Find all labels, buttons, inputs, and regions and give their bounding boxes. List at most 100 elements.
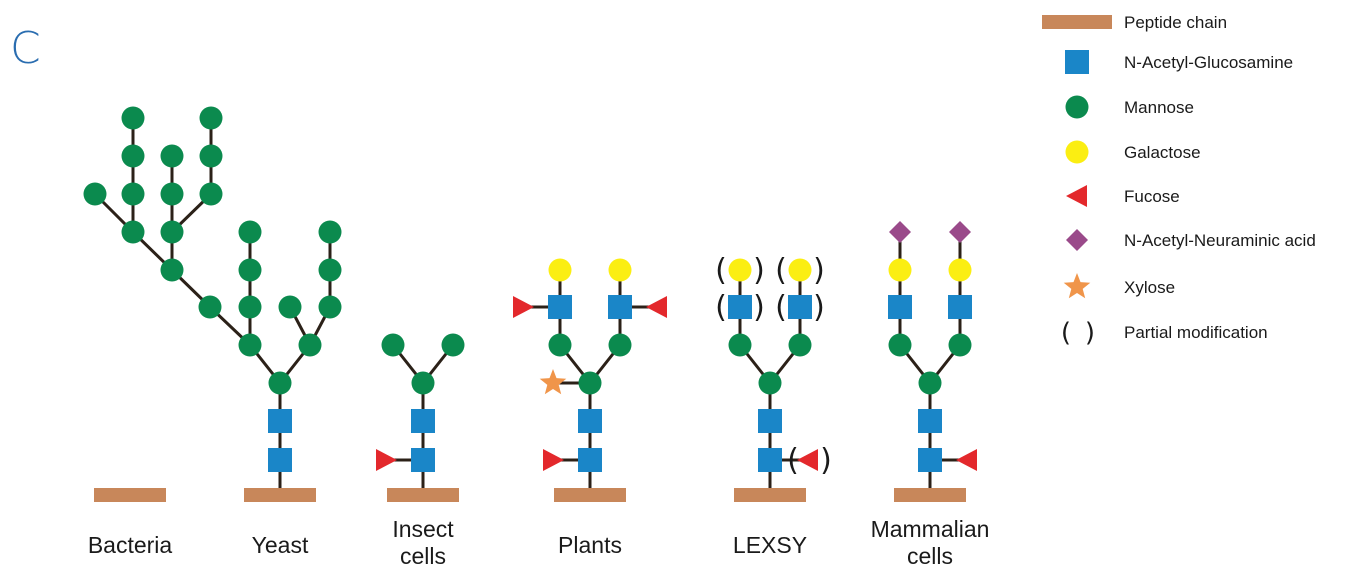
mannose-circle: [83, 182, 107, 206]
mannose-circle: [411, 371, 435, 395]
mannose-circle: [578, 371, 602, 395]
label-mammalian-line2: cells: [907, 543, 953, 569]
legend-item-xylose: Xylose: [1063, 273, 1175, 299]
mannose-circle: [298, 333, 322, 357]
peptide-chain: [894, 488, 966, 502]
structure-mammalian: [888, 221, 977, 502]
mannose-circle: [198, 295, 222, 319]
label-plants: Plants: [558, 532, 622, 558]
glcnac-square: [411, 409, 435, 433]
mannose-circle: [758, 371, 782, 395]
glcnac-square: [548, 295, 572, 319]
legend-item-glcnac: N-Acetyl-Glucosamine: [1065, 50, 1293, 74]
partial-paren-open: (: [787, 443, 799, 478]
blue-square-icon: [1065, 50, 1089, 74]
mannose-circle: [318, 295, 342, 319]
legend-item-galactose: Galactose: [1065, 140, 1201, 164]
legend-item-peptide: Peptide chain: [1042, 13, 1227, 32]
peptide-chain: [94, 488, 166, 502]
mannose-circle: [199, 144, 223, 168]
glcnac-square: [608, 295, 632, 319]
mannose-circle: [278, 295, 302, 319]
mannose-circle: [160, 144, 184, 168]
fucose-triangle: [956, 449, 977, 471]
legend-label-xylose: Xylose: [1124, 278, 1175, 297]
legend-label-mannose: Mannose: [1124, 98, 1194, 117]
mannose-circle: [788, 333, 812, 357]
mannose-circle: [918, 371, 942, 395]
label-insect-line1: Insect: [392, 516, 454, 542]
galactose-circle: [948, 258, 972, 282]
glcnac-square: [948, 295, 972, 319]
mannose-circle: [888, 333, 912, 357]
glcnac-square: [268, 409, 292, 433]
glcnac-square: [918, 409, 942, 433]
legend-label-glcnac: N-Acetyl-Glucosamine: [1124, 53, 1293, 72]
mannose-circle: [548, 333, 572, 357]
mannose-circle: [381, 333, 405, 357]
legend-item-fucose: Fucose: [1066, 185, 1180, 207]
green-circle-icon: [1065, 95, 1089, 119]
mannose-circle: [160, 220, 184, 244]
legend-paren-close: ): [1085, 318, 1095, 348]
glcnac-square: [578, 448, 602, 472]
label-lexsy: LEXSY: [733, 532, 807, 558]
legend-paren-open: (: [1061, 318, 1071, 348]
fucose-triangle: [797, 449, 818, 471]
galactose-circle: [608, 258, 632, 282]
xylose-star: [539, 369, 567, 395]
mannose-circle: [238, 258, 262, 282]
partial-paren-open: (: [715, 290, 727, 325]
panel-letter: C: [10, 23, 41, 74]
label-mammalian-line1: Mammalian: [871, 516, 990, 542]
label-insect-line2: cells: [400, 543, 446, 569]
structure-lexsy: ()()()()(): [715, 253, 832, 502]
mannose-circle: [441, 333, 465, 357]
neuac-diamond: [949, 221, 971, 243]
partial-paren-close: ): [753, 253, 765, 288]
glcnac-square: [788, 295, 812, 319]
legend-item-neuac: N-Acetyl-Neuraminic acid: [1066, 229, 1316, 251]
legend-label-partial: Partial modification: [1124, 323, 1268, 342]
parentheses-icon: (): [1061, 318, 1095, 348]
peptide-chain: [244, 488, 316, 502]
partial-paren-close: ): [813, 290, 825, 325]
partial-paren-open: (: [775, 253, 787, 288]
structure-bacteria: [94, 488, 166, 502]
label-yeast: Yeast: [252, 532, 309, 558]
partial-paren-close: ): [813, 253, 825, 288]
galactose-circle: [548, 258, 572, 282]
legend-label-neuac: N-Acetyl-Neuraminic acid: [1124, 231, 1316, 250]
mannose-circle: [608, 333, 632, 357]
yellow-circle-icon: [1065, 140, 1089, 164]
mannose-circle: [238, 220, 262, 244]
glcnac-square: [268, 448, 292, 472]
label-bacteria: Bacteria: [88, 532, 173, 558]
glcnac-square: [578, 409, 602, 433]
fucose-triangle: [513, 296, 534, 318]
partial-paren-close: ): [753, 290, 765, 325]
legend-item-mannose: Mannose: [1065, 95, 1194, 119]
mannose-circle: [238, 295, 262, 319]
legend-label-galactose: Galactose: [1124, 143, 1201, 162]
legend-item-partial: () Partial modification: [1061, 318, 1268, 348]
peptide-chain: [554, 488, 626, 502]
glcnac-square: [758, 409, 782, 433]
structure-insect: [376, 333, 465, 502]
mannose-circle: [238, 333, 262, 357]
glcnac-square: [888, 295, 912, 319]
glcnac-square: [918, 448, 942, 472]
mannose-circle: [160, 182, 184, 206]
peptide-bar-icon: [1042, 15, 1112, 29]
glcnac-square: [411, 448, 435, 472]
mannose-circle: [121, 182, 145, 206]
red-triangle-icon: [1066, 185, 1087, 207]
structure-yeast: [83, 106, 342, 502]
glycan-structures: ()()()()(): [83, 106, 977, 502]
glcnac-square: [758, 448, 782, 472]
fucose-triangle: [376, 449, 397, 471]
mannose-circle: [268, 371, 292, 395]
partial-paren-open: (: [715, 253, 727, 288]
orange-star-icon: [1063, 273, 1091, 299]
